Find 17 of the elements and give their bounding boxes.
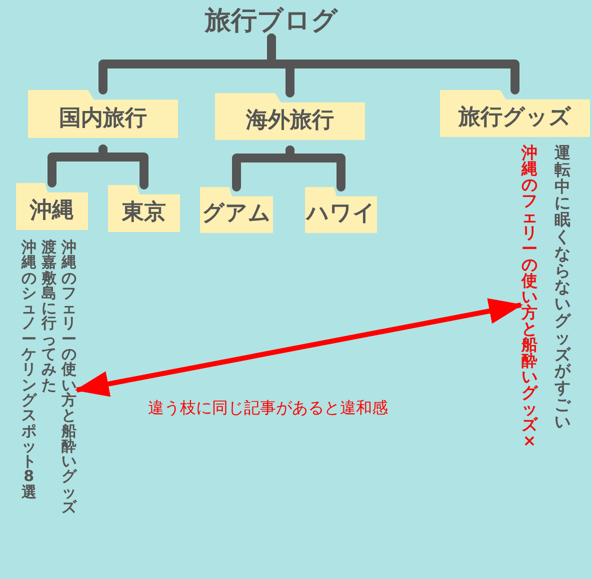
- folder-label: 沖縄: [16, 183, 88, 230]
- tree-connector: [267, 34, 520, 94]
- folder-label: グアム: [200, 187, 273, 233]
- folder-label: 海外旅行: [215, 93, 365, 140]
- folder-label: 旅行グッズ: [440, 90, 590, 137]
- article-title: 沖縄のフェリーの使い方と船酔いグッズ: [61, 240, 77, 516]
- tree-connector: [98, 144, 148, 190]
- folder-label: ハワイ: [305, 187, 377, 233]
- article-title: 沖縄のフェリーの使い方と船酔いグッズ×: [521, 145, 538, 449]
- folder-label: 東京: [108, 185, 180, 232]
- article-title: 沖縄のシュノーケリングスポット8選: [21, 240, 37, 500]
- root-label: 旅行ブログ: [205, 8, 338, 34]
- arrow: [74, 298, 523, 397]
- article-title: 渡嘉敷島に行ってみた: [41, 240, 57, 393]
- edge-label: 違う枝に同じ記事があると違和感: [148, 398, 388, 419]
- article-title: 運転中に眠くならないグッズがすごい: [554, 145, 571, 431]
- folder-label: 国内旅行: [28, 90, 178, 138]
